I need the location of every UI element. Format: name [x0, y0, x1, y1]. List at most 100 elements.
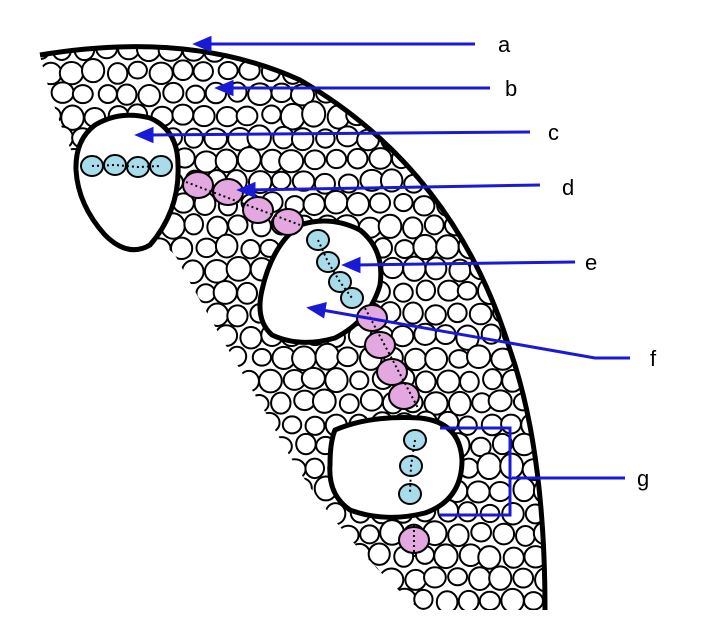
parenchyma-cell: [304, 415, 326, 436]
dotted-line: [91, 163, 162, 169]
parenchyma-cell: [71, 567, 94, 591]
parenchyma-cell: [524, 150, 545, 173]
parenchyma-cell: [72, 347, 95, 368]
arrow-c: [147, 130, 531, 137]
parenchyma-cell: [534, 566, 545, 593]
parenchyma-cell: [215, 455, 240, 481]
parenchyma-cell: [191, 455, 218, 481]
label-b: b: [505, 76, 517, 101]
parenchyma-cell: [422, 46, 448, 65]
parenchyma-cell: [347, 542, 372, 567]
parenchyma-cell: [488, 565, 513, 591]
parenchyma-cell: [479, 150, 501, 170]
parenchyma-cell: [172, 59, 194, 82]
parenchyma-cell: [335, 564, 361, 590]
parenchyma-cell: [40, 367, 64, 392]
parenchyma-cell: [215, 587, 240, 610]
parenchyma-cell: [217, 61, 239, 81]
parenchyma-cell: [40, 190, 62, 216]
parenchyma-cell: [70, 256, 96, 281]
parenchyma-cell: [148, 410, 174, 437]
parenchyma-cell: [294, 570, 316, 589]
parenchyma-cell: [479, 61, 504, 87]
parenchyma-cell: [83, 544, 105, 565]
parenchyma-cell: [138, 479, 164, 505]
parenchyma-cell: [215, 543, 239, 568]
parenchyma-cell: [115, 346, 139, 368]
parenchyma-cell: [191, 365, 217, 392]
parenchyma-cell: [117, 391, 139, 415]
parenchyma-cell: [536, 46, 545, 61]
parenchyma-cell: [546, 455, 569, 478]
parenchyma-cell: [214, 148, 239, 174]
parenchyma-cell: [423, 214, 445, 236]
parenchyma-cell: [161, 477, 183, 500]
parenchyma-cell: [227, 478, 251, 503]
parenchyma-cell: [282, 542, 307, 567]
parenchyma-cell: [72, 522, 97, 547]
parenchyma-cell: [412, 195, 436, 217]
parenchyma-cell: [281, 415, 303, 435]
blue-cell: [398, 483, 422, 505]
parenchyma-cell: [336, 346, 359, 368]
parenchyma-cell: [162, 81, 185, 104]
parenchyma-cell: [139, 392, 161, 414]
parenchyma-cell: [433, 543, 459, 570]
parenchyma-cell: [82, 323, 107, 349]
parenchyma-cell: [183, 568, 207, 592]
parenchyma-cell: [477, 235, 502, 260]
label-g: g: [637, 466, 649, 491]
parenchyma-cell: [236, 588, 258, 610]
parenchyma-cell: [414, 149, 435, 171]
parenchyma-cell: [40, 215, 53, 240]
parenchyma-cell: [359, 388, 384, 412]
parenchyma-cell: [236, 281, 259, 305]
parenchyma-cell: [261, 104, 282, 125]
parenchyma-cell: [168, 413, 194, 439]
parenchyma-cell: [536, 172, 545, 193]
parenchyma-cell: [270, 436, 293, 457]
vascular-bundle-1: [73, 112, 181, 253]
parenchyma-cell: [171, 500, 195, 523]
parenchyma-cell: [423, 566, 447, 589]
dotted-line: [409, 439, 416, 495]
parenchyma-cell: [336, 524, 360, 546]
parenchyma-cell: [435, 590, 459, 610]
parenchyma-cell: [115, 566, 140, 589]
parenchyma-cell: [269, 520, 294, 547]
parenchyma-cell: [40, 324, 63, 347]
pink-cell: [376, 358, 408, 386]
parenchyma-cell: [391, 102, 416, 128]
parenchyma-cell: [151, 325, 175, 348]
parenchyma-cell: [192, 104, 216, 128]
bracket-g: [440, 426, 512, 517]
parenchyma-cell: [257, 411, 281, 434]
parenchyma-cell: [368, 192, 392, 214]
parenchyma-cell: [326, 587, 352, 610]
parenchyma-cell: [147, 369, 171, 392]
parenchyma-cell: [544, 147, 545, 175]
parenchyma-cell: [459, 370, 480, 393]
parenchyma-cell: [301, 100, 327, 128]
parenchyma-cell: [114, 303, 139, 328]
parenchyma-cell: [126, 279, 153, 306]
parenchyma-cell: [106, 62, 129, 85]
parenchyma-cell: [83, 412, 106, 435]
arrowhead-a-icon: [192, 35, 212, 53]
parenchyma-cell: [205, 481, 228, 503]
parenchyma-cell: [238, 455, 262, 480]
parenchyma-cell: [280, 498, 307, 525]
parenchyma-cell: [270, 391, 292, 415]
parenchyma-cell: [61, 410, 86, 435]
parenchyma-cell: [170, 282, 193, 303]
parenchyma-cell: [40, 415, 61, 435]
pink-cell: [182, 171, 214, 199]
pink-cell: [364, 331, 396, 359]
parenchyma-cell: [367, 542, 391, 566]
parenchyma-cell: [487, 389, 513, 413]
parenchyma-cell: [169, 236, 194, 261]
parenchyma-cell: [139, 345, 162, 369]
parenchyma-cell: [129, 458, 151, 479]
parenchyma-cell: [511, 300, 537, 328]
parenchyma-cell: [392, 587, 417, 610]
